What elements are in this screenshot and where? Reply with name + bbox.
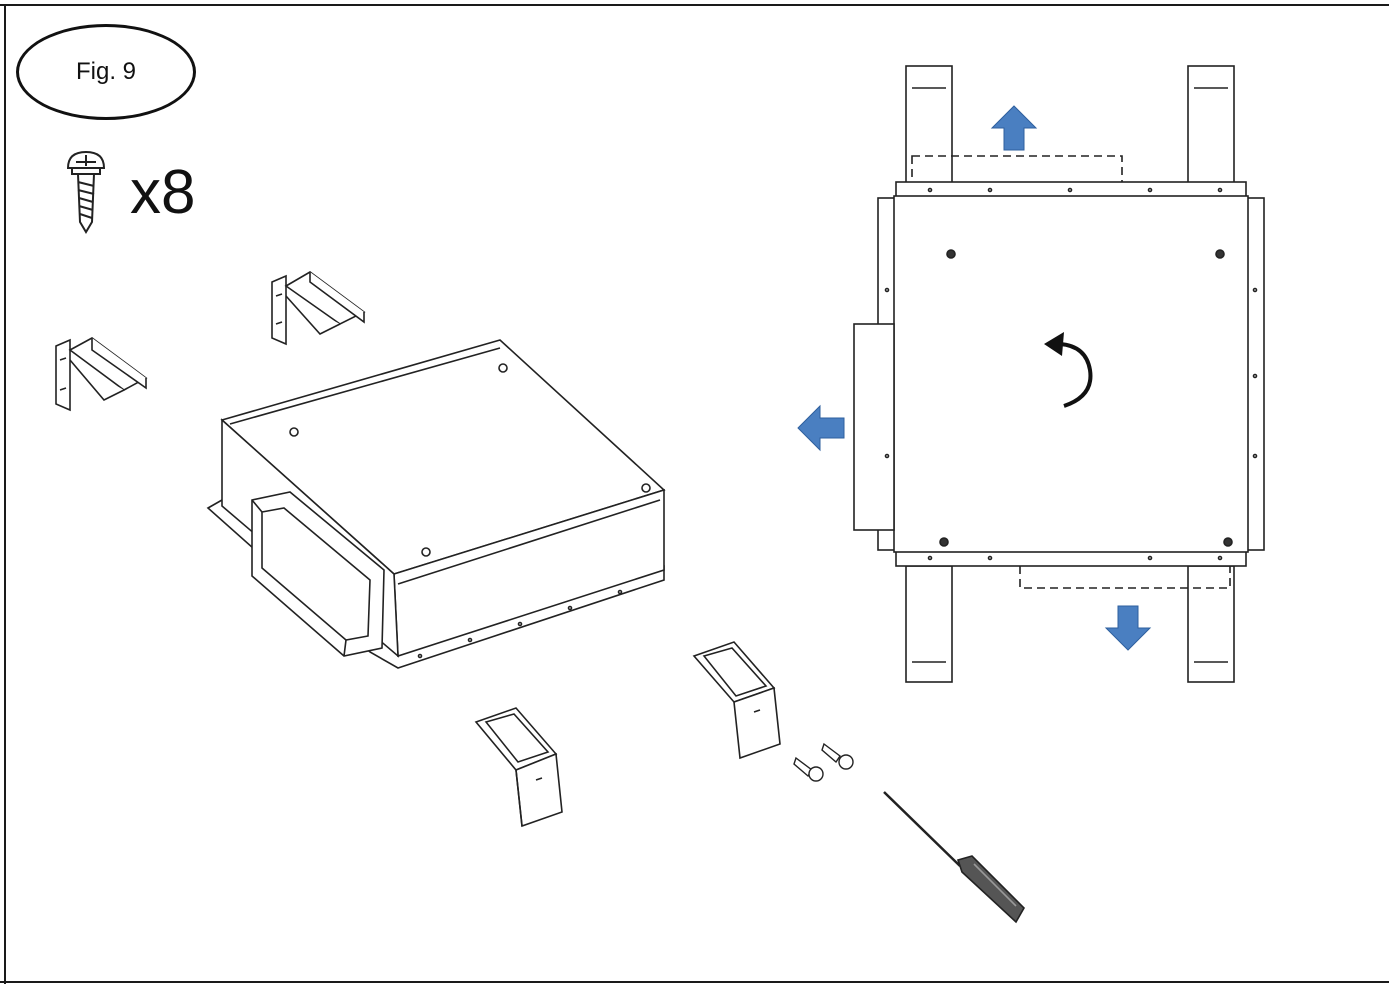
arrow-left-icon bbox=[797, 404, 845, 452]
arrow-down-icon bbox=[1104, 605, 1152, 651]
screwdriver-icon bbox=[883, 791, 1025, 924]
bracket-left-2 bbox=[271, 271, 366, 346]
frame-left-border bbox=[4, 4, 6, 984]
fan-box-isometric bbox=[206, 339, 666, 669]
frame-bottom-border bbox=[0, 981, 1389, 983]
frame-top-border bbox=[0, 4, 1389, 6]
figure-label: Fig. 9 bbox=[16, 24, 196, 120]
fan-box-top-view bbox=[853, 65, 1265, 683]
figure-label-text: Fig. 9 bbox=[75, 58, 137, 85]
bracket-left-1 bbox=[55, 337, 148, 412]
bracket-bottom-1 bbox=[474, 707, 563, 828]
bracket-bottom-2 bbox=[692, 641, 781, 760]
arrow-up-icon bbox=[990, 105, 1038, 151]
rotate-counterclockwise-icon bbox=[1044, 332, 1093, 408]
screw-icon bbox=[66, 150, 106, 234]
screw-small-1 bbox=[793, 756, 824, 782]
screw-small-2 bbox=[821, 742, 854, 770]
screw-quantity: x8 bbox=[130, 158, 196, 227]
